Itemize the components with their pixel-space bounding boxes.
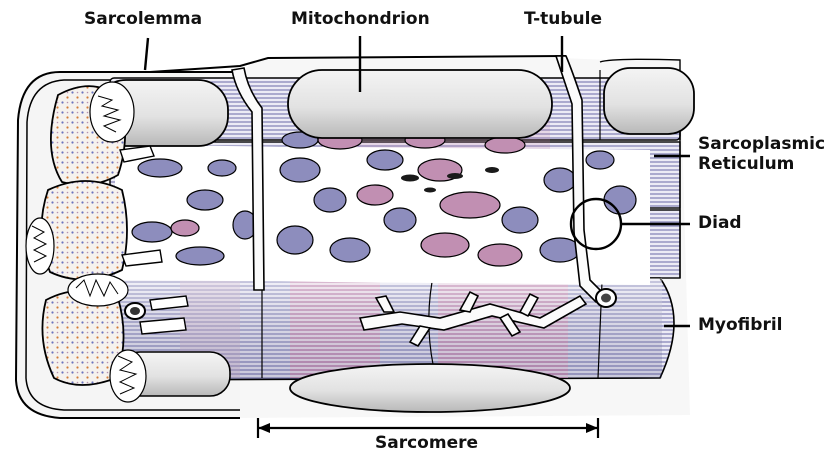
label-reticulum-line2: Reticulum: [698, 155, 825, 175]
label-sarcoplasmic-reticulum: Sarcoplasmic Reticulum: [698, 135, 825, 174]
label-sarcomere: Sarcomere: [375, 434, 478, 454]
mitochondrion-right: [604, 68, 694, 134]
label-myofibril: Myofibril: [698, 316, 783, 336]
label-diad: Diad: [698, 214, 742, 234]
label-t-tubule: T-tubule: [524, 10, 602, 30]
mitochondrion-top: [288, 70, 552, 138]
label-mitochondrion: Mitochondrion: [291, 10, 430, 30]
mitochondrion-bottom: [290, 364, 570, 412]
label-sarcoplasmic-line1: Sarcoplasmic: [698, 135, 825, 155]
sarcoplasmic-reticulum-network: [115, 131, 650, 285]
label-sarcolemma: Sarcolemma: [84, 10, 202, 30]
